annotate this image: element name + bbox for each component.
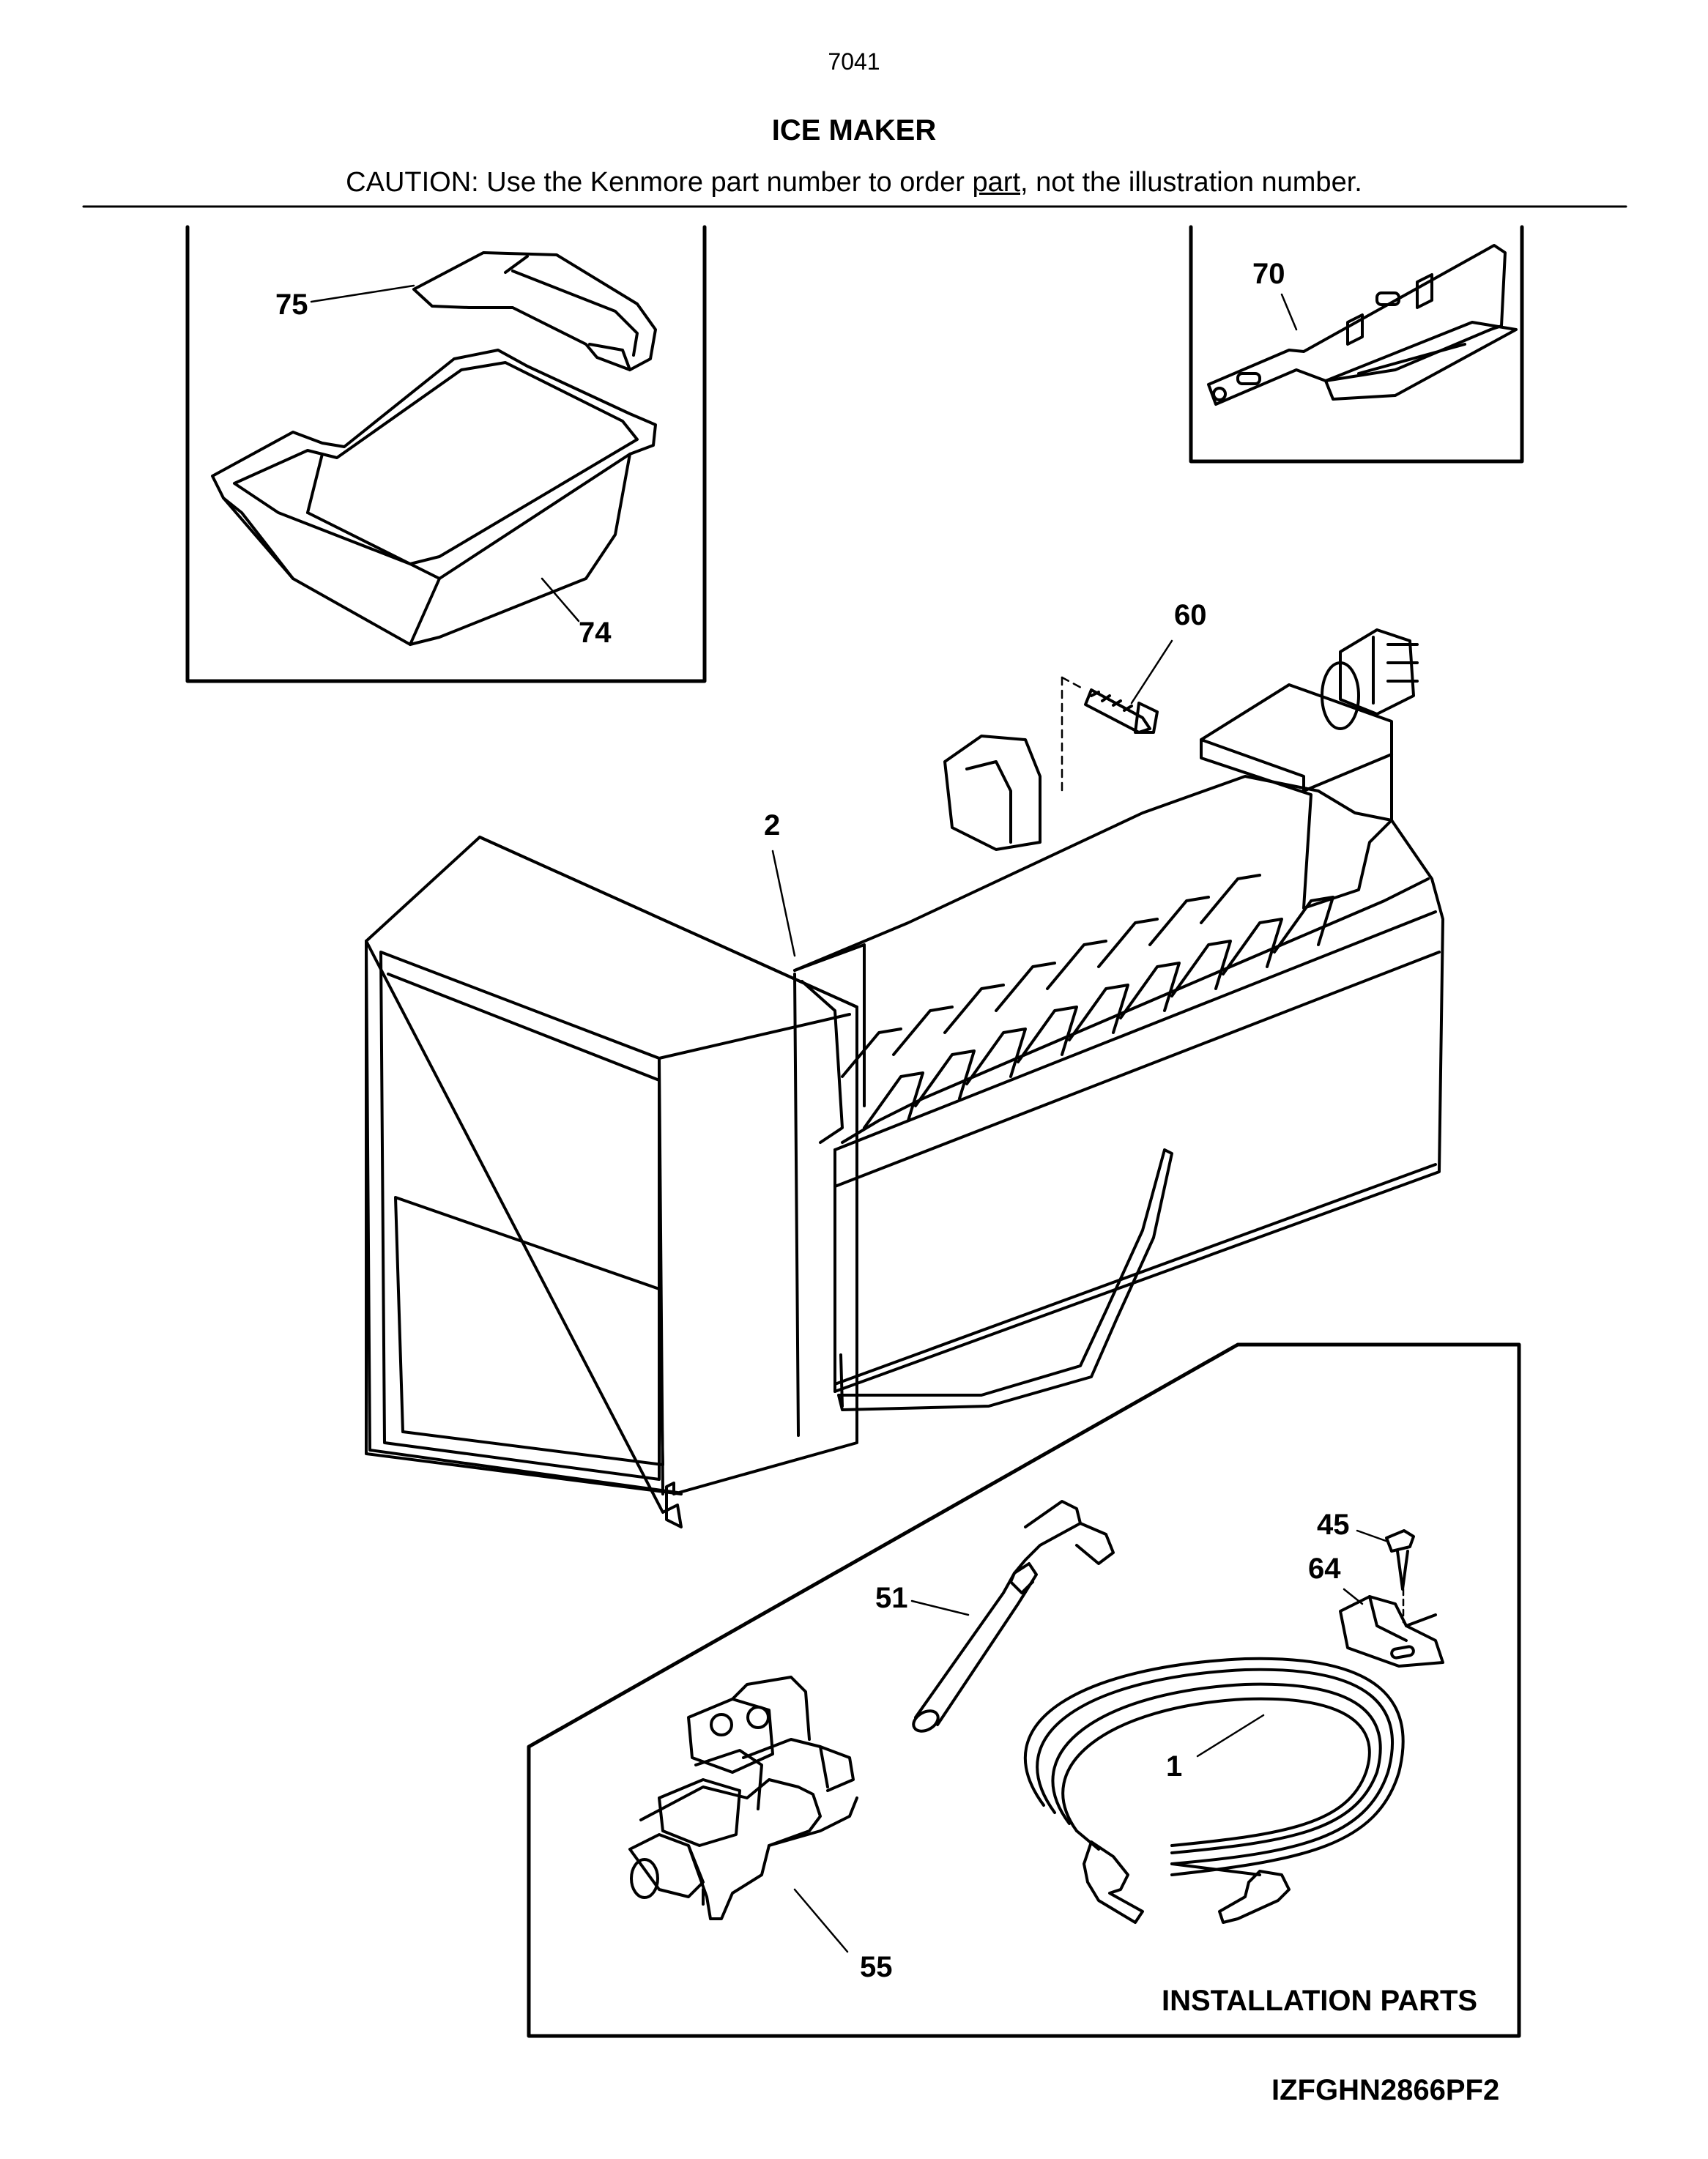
callout-74: 74 <box>579 617 612 649</box>
control-box-face <box>365 836 858 1528</box>
leader-74 <box>541 577 580 623</box>
part-55-water-valve <box>628 1676 858 1920</box>
leader-60 <box>1130 639 1173 705</box>
callout-45: 45 <box>1317 1509 1350 1541</box>
page-title: ICE MAKER <box>771 114 937 146</box>
caution-note: CAUTION: Use the Kenmore part number to … <box>0 167 1708 198</box>
part-1-water-line <box>1023 1657 1405 1924</box>
leader-45 <box>1356 1529 1389 1543</box>
leader-64 <box>1343 1588 1364 1605</box>
tray-fingers <box>841 874 1334 1129</box>
caution-suffix: , not the illustration number. <box>1020 167 1362 198</box>
leader-70 <box>1280 293 1298 331</box>
leader-51 <box>910 1599 970 1616</box>
fitting-left <box>1083 1840 1144 1924</box>
part-51-tube <box>912 1500 1115 1733</box>
part-74-ice-bin <box>211 349 657 646</box>
bin-frame <box>185 225 707 683</box>
callout-75: 75 <box>275 289 308 321</box>
callout-55: 55 <box>860 1951 893 1983</box>
leader-75 <box>310 284 415 303</box>
leader-1 <box>1196 1714 1265 1758</box>
callout-2: 2 <box>764 809 781 841</box>
callout-51: 51 <box>875 1582 908 1614</box>
fitting-right <box>1218 1870 1291 1924</box>
diagram-model-code: IZFGHN2866PF2 <box>1271 2074 1500 2106</box>
part-60-screw <box>1061 676 1159 792</box>
page-number: 7041 <box>828 48 880 75</box>
tray-body <box>793 775 1444 1393</box>
callout-64: 64 <box>1308 1553 1341 1585</box>
bracket-frame <box>1189 225 1524 464</box>
part-45-screw <box>1385 1529 1415 1624</box>
part-2-ice-maker-assembly <box>365 628 1444 1528</box>
part-70-mounting-bracket <box>1207 244 1518 406</box>
bracket-arm-left <box>943 735 1041 851</box>
callout-1: 1 <box>1166 1750 1183 1783</box>
part-75-bin-cover <box>412 251 657 371</box>
leader-2 <box>771 850 796 957</box>
callout-60: 60 <box>1174 599 1207 631</box>
caution-part-link[interactable]: part <box>972 167 1020 198</box>
installation-parts-label: INSTALLATION PARTS <box>1162 1985 1478 2017</box>
motor-housing <box>1200 683 1393 910</box>
caution-prefix: CAUTION: Use the Kenmore part number to … <box>346 167 973 198</box>
installation-frame <box>527 1342 1521 2038</box>
callout-70: 70 <box>1252 258 1285 290</box>
shutoff-arm <box>837 1148 1173 1411</box>
leader-55 <box>793 1888 849 1953</box>
part-64-clamp <box>1339 1595 1444 1668</box>
connector <box>1339 628 1415 716</box>
